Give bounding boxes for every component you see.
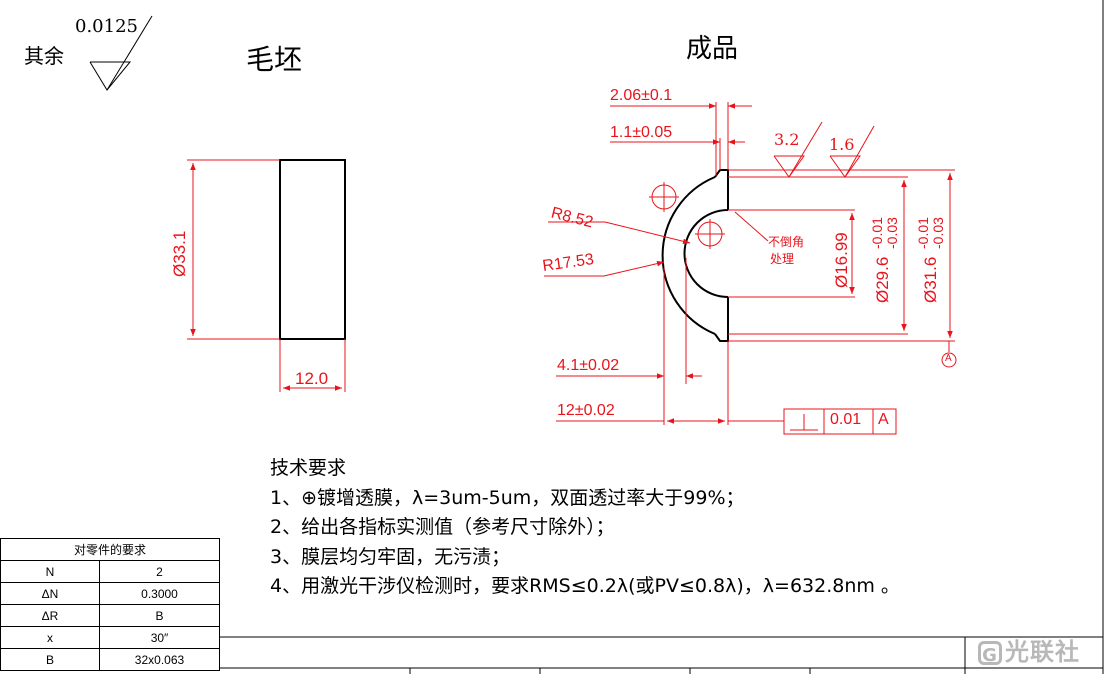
parts-requirement-table: 对零件的要求 N 2 ΔN 0.3000 ΔR B x 30″ B 32x0.0… <box>0 538 220 671</box>
blank-dimensions <box>187 159 346 392</box>
tolerance-value: 0.01 <box>830 411 862 428</box>
table-cell-value: 2 <box>99 560 220 583</box>
table-cell-label: ΔR <box>0 604 100 627</box>
table-row: x 30″ <box>0 626 220 649</box>
dim-dia-29-6-upper: -0.01 <box>869 217 885 249</box>
table-cell-value: B <box>99 604 220 627</box>
table-header: 对零件的要求 <box>0 538 220 561</box>
table-row: ΔN 0.3000 <box>0 582 220 605</box>
dim-dia-31-6-lower: -0.03 <box>930 217 946 249</box>
table-cell-label: ΔN <box>0 582 100 605</box>
roughness-1-6: 1.6 <box>829 135 855 154</box>
table-row: B 32x0.063 <box>0 648 220 671</box>
table-cell-value: 30″ <box>99 626 220 649</box>
dim-dia-31-6: Ø31.6 <box>921 256 940 303</box>
requirements-title: 技术要求 <box>270 457 347 479</box>
general-roughness-value: 0.0125 <box>75 16 138 37</box>
general-roughness-label: 其余 <box>24 44 64 68</box>
requirement-item-3: 3、膜层均匀牢固，无污渍； <box>270 546 511 568</box>
table-header-row: 对零件的要求 <box>0 538 220 561</box>
blank-title: 毛坯 <box>246 43 303 76</box>
table-cell-label: N <box>0 560 100 583</box>
table-cell-label: x <box>0 626 100 649</box>
dim-dia-16-99: Ø16.99 <box>832 232 851 288</box>
dim-2-06: 2.06±0.1 <box>610 87 673 104</box>
roughness-symbol-general <box>89 15 153 91</box>
finished-part-outline <box>661 169 729 342</box>
requirement-item-4: 4、用激光干涉仪检测时，要求RMS≤0.2λ(或PV≤0.8λ)，λ=632.8… <box>270 575 900 597</box>
dim-4-1: 4.1±0.02 <box>557 357 620 374</box>
dim-1-1: 1.1±0.05 <box>610 124 673 141</box>
dim-dia-31-6-upper: -0.01 <box>915 217 931 249</box>
chamfer-note-line1: 不倒角 <box>768 235 805 249</box>
table-cell-value: 0.3000 <box>99 582 220 605</box>
table-cell-value: 32x0.063 <box>99 648 220 671</box>
finished-title: 成品 <box>686 34 739 64</box>
roughness-3-2: 3.2 <box>774 130 800 149</box>
watermark-text: 光联社 <box>1005 638 1080 666</box>
blank-length-label: 12.0 <box>295 369 329 388</box>
dim-dia-29-6-lower: -0.03 <box>884 217 900 249</box>
dim-dia-29-6: Ø29.6 <box>873 256 892 303</box>
table-row: ΔR B <box>0 604 220 627</box>
chamfer-note-line2: 处理 <box>770 252 795 266</box>
table-cell-label: B <box>0 648 100 671</box>
table-row: N 2 <box>0 560 220 583</box>
page-frame <box>220 0 1104 674</box>
finished-dimension-lines <box>544 102 957 435</box>
datum-label: A <box>945 353 952 364</box>
blank-diameter-label: Ø33.1 <box>170 230 189 277</box>
dim-12: 12±0.02 <box>557 402 615 419</box>
tolerance-datum: A <box>878 411 889 428</box>
blank-outline <box>279 159 346 340</box>
centre-marks <box>649 182 725 249</box>
requirement-item-2: 2、给出各指标实测值（参考尺寸除外）； <box>270 516 615 538</box>
requirement-item-1: 1、⊕镀增透膜，λ=3um-5um，双面透过率大于99%； <box>270 487 745 509</box>
watermark-g-icon: G <box>978 641 1002 666</box>
